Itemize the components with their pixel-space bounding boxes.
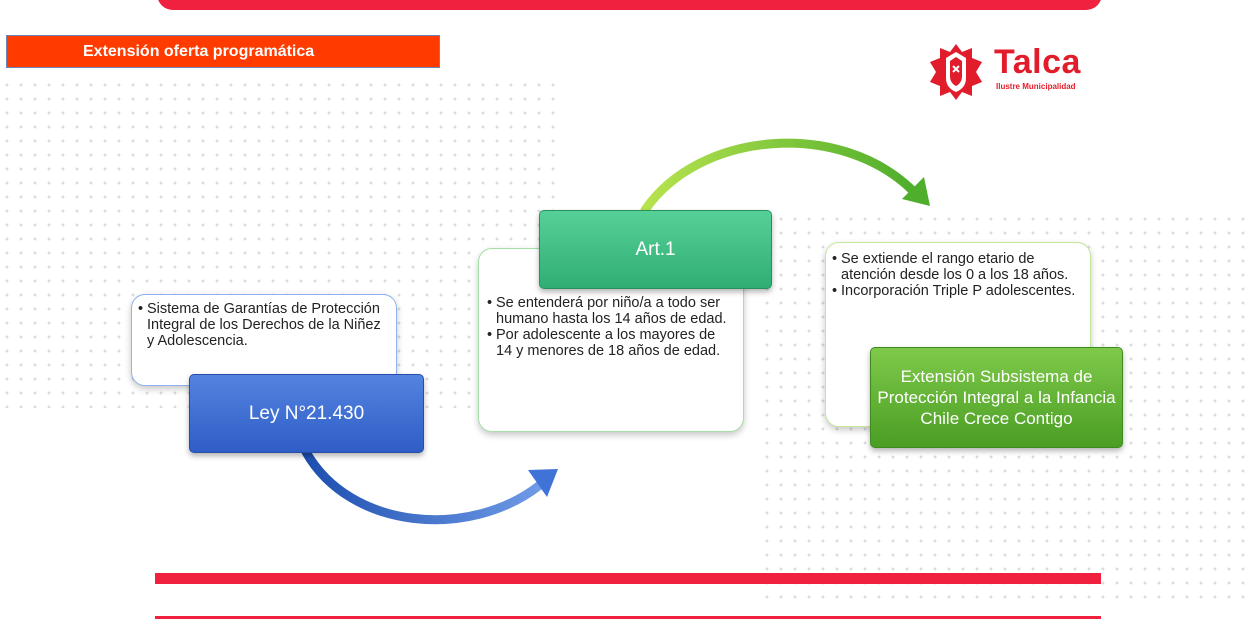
municipal-crest-icon (930, 44, 982, 100)
step-2-label: Art.1 (635, 239, 676, 260)
blue-curved-arrow (301, 447, 545, 525)
bottom-red-band (155, 573, 1101, 584)
step-1-label-box: Ley N°21.430 (189, 374, 424, 453)
section-title: Extensión oferta programática (83, 43, 315, 60)
step-1-text-box: Sistema de Garantías de Protección Integ… (131, 294, 397, 386)
step-2-bullets: Se entenderá por niño/a a todo ser human… (487, 295, 735, 359)
step-1-bullets: Sistema de Garantías de Protección Integ… (138, 301, 388, 349)
bullet-item: Se extiende el rango etario de atención … (832, 251, 1082, 283)
bottom-red-line (155, 616, 1101, 619)
bullet-item: Por adolescente a los mayores de 14 y me… (487, 327, 735, 359)
bullet-item: Sistema de Garantías de Protección Integ… (138, 301, 388, 349)
step-1-label: Ley N°21.430 (248, 402, 365, 424)
step-3-bullets: Se extiende el rango etario de atención … (832, 251, 1082, 299)
green-arrowhead-icon (902, 177, 930, 206)
step-3-label-box: Extensión Subsistema de Protección Integ… (870, 347, 1123, 448)
logo-subtitle: Ilustre Municipalidad (996, 82, 1076, 91)
section-title-banner: Extensión oferta programática (6, 35, 440, 68)
talca-logo: Talca Ilustre Municipalidad (926, 42, 1101, 102)
blue-arrowhead-icon (528, 469, 558, 497)
bullet-item: Incorporación Triple P adolescentes. (832, 283, 1082, 299)
step-2-label-box: Art.1 (539, 210, 772, 289)
step-3-label: Extensión Subsistema de Protección Integ… (877, 367, 1116, 428)
top-red-band (157, 0, 1102, 10)
step-3-text-box: Se extiende el rango etario de atención … (825, 242, 1091, 427)
logo-name: Talca (994, 43, 1081, 81)
green-curved-arrow (640, 138, 917, 215)
bullet-item: Se entenderá por niño/a a todo ser human… (487, 295, 735, 327)
